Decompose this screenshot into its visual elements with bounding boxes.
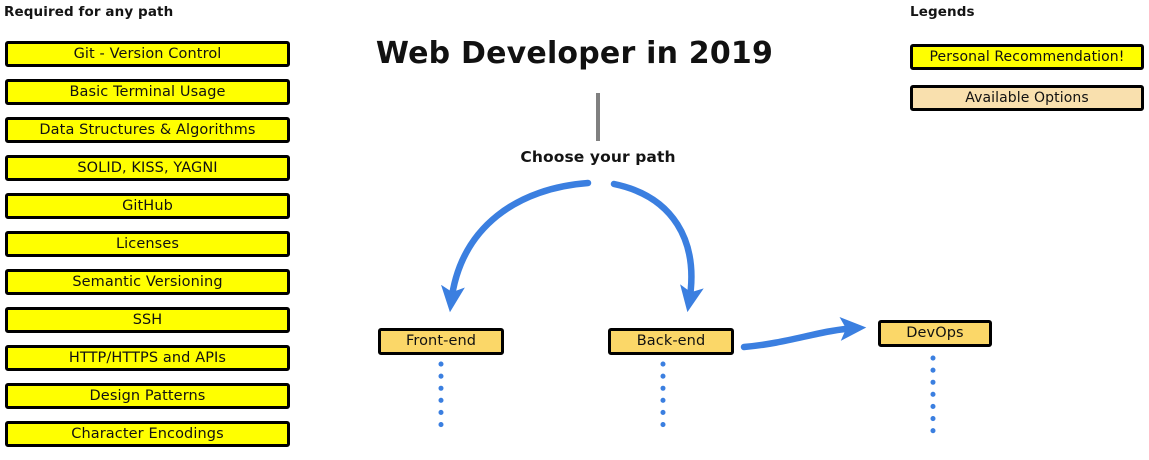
required-item-semantic-versioning[interactable]: Semantic Versioning [5, 269, 290, 295]
path-node-backend[interactable]: Back-end [608, 328, 734, 355]
legend-item-personal-recommendation: Personal Recommendation! [910, 44, 1144, 70]
arrow-backend-to-devops [740, 316, 867, 351]
required-item-licenses[interactable]: Licenses [5, 231, 290, 257]
required-item-design-patterns[interactable]: Design Patterns [5, 383, 290, 409]
path-node-devops[interactable]: DevOps [878, 320, 992, 347]
legends-section-heading: Legends [910, 4, 975, 20]
legend-item-available-options: Available Options [910, 85, 1144, 111]
required-item-github[interactable]: GitHub [5, 193, 290, 219]
required-item-ssh[interactable]: SSH [5, 307, 290, 333]
required-section-heading: Required for any path [4, 4, 174, 20]
required-item-terminal[interactable]: Basic Terminal Usage [5, 79, 290, 105]
path-node-frontend[interactable]: Front-end [378, 328, 504, 355]
arrow-to-frontend [441, 179, 592, 313]
required-item-solid-kiss-yagni[interactable]: SOLID, KISS, YAGNI [5, 155, 290, 181]
required-item-data-structures[interactable]: Data Structures & Algorithms [5, 117, 290, 143]
required-item-git[interactable]: Git - Version Control [5, 41, 290, 67]
required-item-character-encodings[interactable]: Character Encodings [5, 421, 290, 447]
required-item-http-https-apis[interactable]: HTTP/HTTPS and APIs [5, 345, 290, 371]
page-title: Web Developer in 2019 [375, 36, 774, 71]
arrow-to-backend [610, 180, 704, 313]
choose-your-path-label: Choose your path [520, 148, 676, 166]
